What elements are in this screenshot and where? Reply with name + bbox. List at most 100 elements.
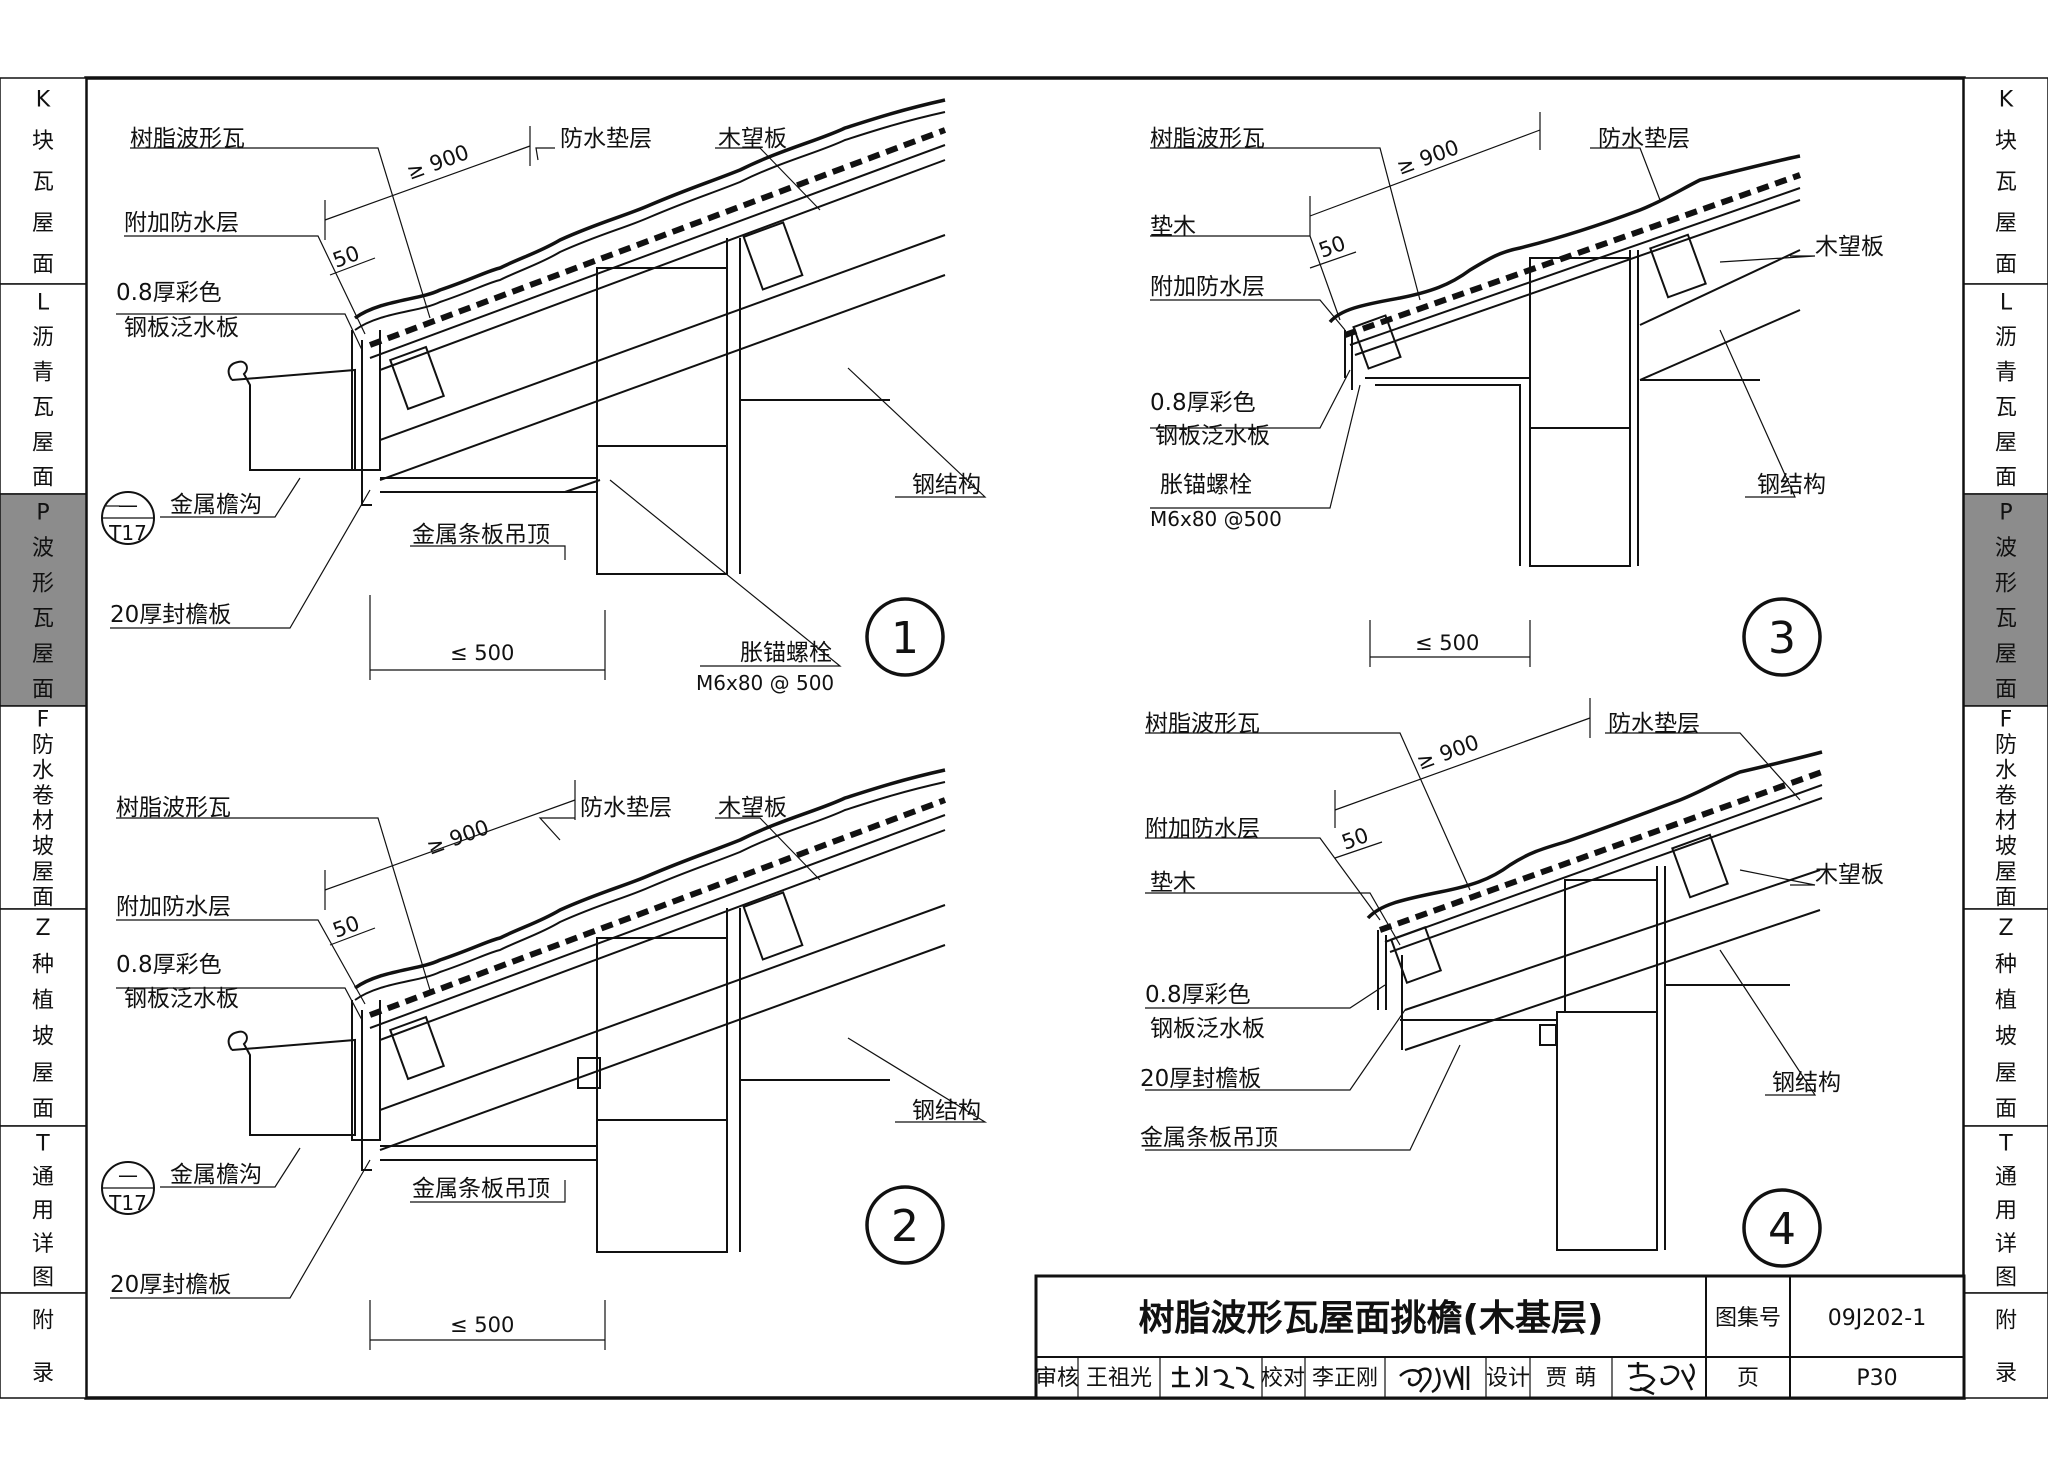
detail-number: 2 (891, 1201, 919, 1252)
dimension: 50 (1316, 231, 1349, 263)
chapter-tab-char: 青 (1995, 361, 2017, 386)
atlas-label: 图集号 (1715, 1306, 1781, 1331)
masonry-wall (1529, 427, 1631, 567)
chapter-tab-bg (1963, 493, 2048, 707)
chapter-tab-code: L (2000, 291, 2013, 316)
chapter-tab-char: 水 (32, 758, 54, 783)
chapter-tab-code: K (36, 88, 51, 113)
label: 20厚封檐板 (110, 602, 231, 628)
chapter-tab-bg (0, 1292, 87, 1399)
label: 钢板泛水板 (124, 986, 239, 1012)
ref-dash: — (118, 1163, 138, 1187)
label: 附加防水层 (1150, 274, 1265, 300)
label: 金属条板吊顶 (412, 522, 550, 548)
dimension: ≥ 900 (1394, 135, 1463, 180)
reviewer-signature (1172, 1366, 1255, 1390)
chapter-tab-char: 用 (1995, 1199, 2017, 1224)
chapter-tab-char: 屋 (1995, 431, 2017, 456)
label: 金属檐沟 (170, 492, 262, 518)
chapter-tab-char: 屋 (1995, 860, 2017, 885)
label: 钢板泛水板 (1155, 423, 1270, 449)
wood-block (388, 1015, 446, 1081)
label: 木望板 (1815, 862, 1884, 888)
label: 防水垫层 (560, 126, 652, 152)
concrete-beam (596, 267, 728, 447)
chapter-tab-bg (1963, 283, 2048, 495)
label: 0.8厚彩色 (1150, 390, 1256, 416)
chapter-tab-char: 水 (1995, 758, 2017, 783)
label: 金属檐沟 (170, 1162, 262, 1188)
chapter-tab-char: 面 (32, 677, 54, 702)
detail-1: 树脂波形瓦 附加防水层 0.8厚彩色 钢板泛水板 金属檐沟 20厚封檐板 防水垫… (101, 98, 987, 695)
dimension: ≤ 500 (1415, 631, 1479, 655)
chapter-tab-char: 种 (32, 952, 54, 977)
chapter-tab-char: 瓦 (32, 396, 54, 421)
chapter-tab-char: 沥 (1995, 326, 2017, 351)
chapter-tab-char: 图 (1995, 1265, 2017, 1290)
chapter-tab-char: 波 (32, 536, 54, 561)
dimension: 50 (330, 911, 363, 943)
chapter-tab-char: 防 (1995, 733, 2017, 758)
reviewer-name: 王祖光 (1086, 1366, 1152, 1391)
waterproof-underlayment (368, 127, 947, 348)
detail-4: 树脂波形瓦 附加防水层 垫木 0.8厚彩色 钢板泛水板 20厚封檐板 金属条板吊… (1140, 698, 1884, 1268)
main-frame (84, 76, 1966, 1400)
label: 金属条板吊顶 (1140, 1125, 1278, 1151)
chapter-tab-char: 防 (32, 733, 54, 758)
chapter-tab-char: 屋 (1995, 642, 2017, 667)
label: 胀锚螺栓 (740, 640, 832, 666)
chapter-tab-char: 面 (1995, 252, 2017, 277)
label: 树脂波形瓦 (1150, 126, 1265, 152)
check-label: 校对 (1261, 1366, 1305, 1391)
label: 木望板 (718, 795, 787, 821)
label: 20厚封檐板 (1140, 1066, 1261, 1092)
label: 钢结构 (912, 472, 981, 498)
wood-block (1649, 233, 1707, 299)
chapter-tab-char: 屋 (32, 211, 54, 236)
chapter-tab-char: 材 (1995, 809, 2017, 834)
metal-gutter (227, 1030, 356, 1136)
label: 钢结构 (912, 1098, 981, 1124)
wood-block (388, 345, 446, 411)
label: 钢板泛水板 (124, 315, 239, 341)
chapter-tab-code: Z (35, 916, 50, 941)
chapter-tab-left-appendix[interactable]: 附录 (0, 1292, 87, 1399)
label: 钢结构 (1757, 472, 1826, 498)
designer-signature (1628, 1362, 1695, 1396)
chapter-tab-bg (1963, 705, 2048, 910)
dimension: ≥ 900 (404, 140, 473, 185)
label: 附加防水层 (116, 894, 231, 920)
wood-block (1352, 314, 1402, 370)
chapter-tab-code: F (37, 708, 50, 733)
dimension: ≤ 500 (450, 641, 514, 665)
detail-number-circle (865, 1185, 945, 1265)
chapter-tab-code: T (35, 1132, 50, 1157)
chapter-tab-char: 面 (1995, 677, 2017, 702)
chapter-tab-right-appendix[interactable]: 附录 (1963, 1292, 2048, 1399)
chapter-tab-char: 形 (1995, 571, 2017, 596)
label: 胀锚螺栓 (1160, 472, 1252, 498)
chapter-tab-char: 屋 (32, 860, 54, 885)
label: 垫木 (1150, 214, 1196, 240)
bolt-spec: M6x80 @500 (1150, 507, 1282, 531)
label: 树脂波形瓦 (116, 795, 231, 821)
design-label: 设计 (1486, 1366, 1530, 1391)
chapter-tab-char: 植 (1995, 988, 2017, 1013)
chapter-tab-char: 材 (32, 809, 54, 834)
chapter-tab-code: Z (1998, 916, 2013, 941)
waterproof-underlayment (368, 797, 947, 1018)
chapter-tab-char: 面 (32, 466, 54, 491)
chapter-tab-char: 卷 (1995, 784, 2017, 809)
